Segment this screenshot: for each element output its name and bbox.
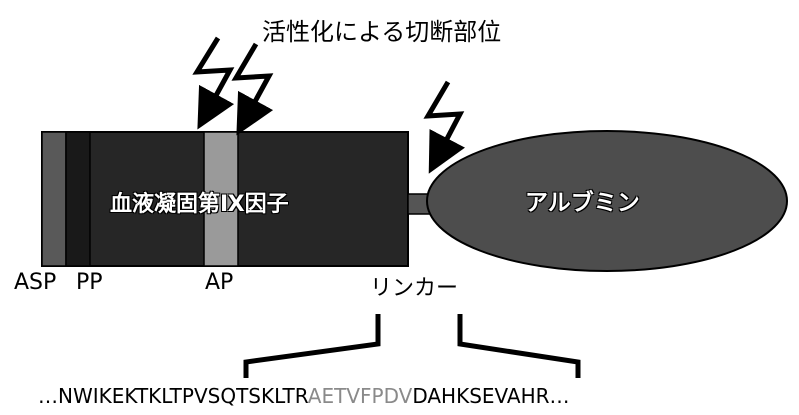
lightning-bolt-arrow-icon: [231, 42, 274, 136]
linker-label: リンカー: [370, 276, 459, 301]
sequence-highlight: AETVFPDV: [307, 384, 413, 408]
albumin-ellipse: [426, 130, 788, 272]
lightning-bolt-arrow-icon: [192, 36, 235, 130]
linker-bracket-left: [243, 314, 381, 378]
pp-label: PP: [76, 270, 103, 295]
sequence-right: DAHKSEVAHR…: [412, 384, 570, 408]
cleavage-site-title: 活性化による切断部位: [262, 18, 502, 46]
factor-ix-label: 血液凝固第Ⅸ因子: [110, 192, 289, 217]
lightning-bolt-arrow-icon: [423, 80, 465, 174]
linker-sequence: …NWIKEKTKLTPVSQTSKLTRAETVFPDVDAHKSEVAHR…: [38, 384, 570, 408]
asp-block: [41, 131, 67, 267]
albumin-label: アルブミン: [525, 190, 640, 216]
linker-bracket-right: [457, 314, 581, 378]
ap-block: [203, 131, 239, 267]
pp-block: [65, 131, 91, 267]
ap-label: AP: [205, 270, 234, 295]
sequence-left: …NWIKEKTKLTPVSQTSKLTR: [38, 384, 308, 408]
asp-label: ASP: [14, 270, 57, 295]
